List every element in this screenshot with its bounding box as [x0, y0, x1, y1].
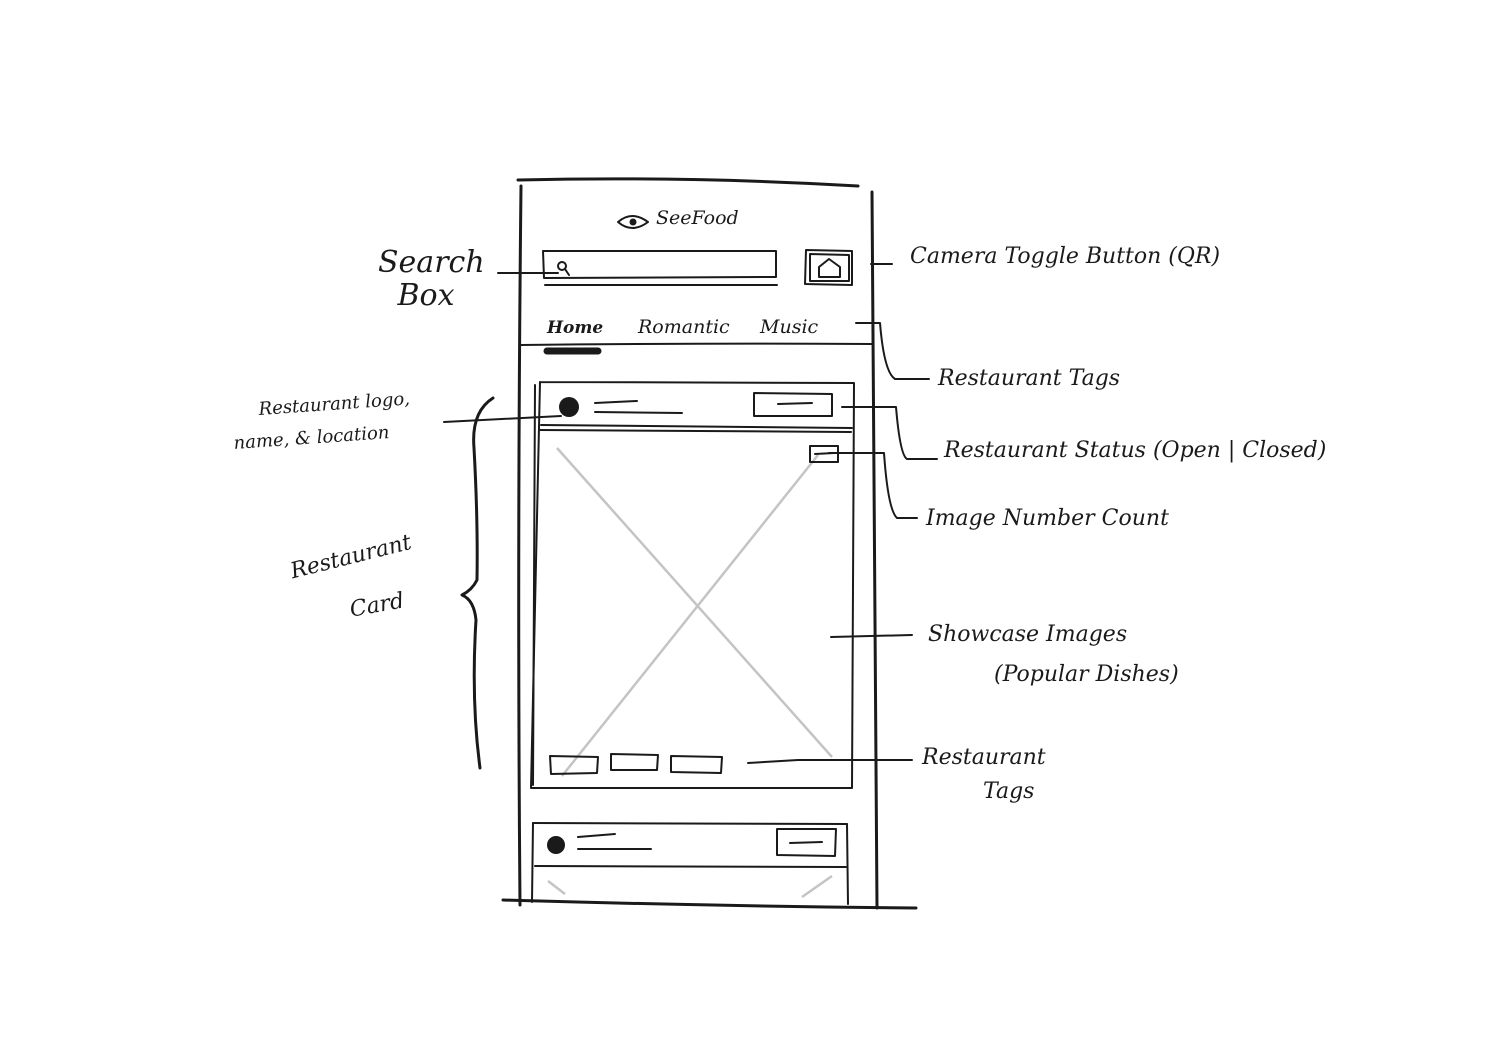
annotation-camera-toggle: Camera Toggle Button (QR) [910, 244, 1221, 269]
restaurant-name-lines [594, 400, 683, 414]
annotation-restaurant-tags-card-line1: Restaurant [922, 745, 1046, 770]
restaurant-card[interactable] [530, 381, 855, 789]
annotation-showcase-images-line2: (Popular Dishes) [994, 662, 1179, 687]
restaurant-status-badge [753, 392, 833, 417]
annotation-restaurant-tags-nav: Restaurant Tags [938, 366, 1121, 391]
restaurant-card[interactable] [531, 822, 849, 905]
camera-toggle-button[interactable] [804, 249, 853, 286]
tab-music[interactable]: Music [760, 316, 819, 338]
restaurant-status-badge [776, 828, 837, 857]
restaurant-tag-chip[interactable] [670, 755, 723, 774]
annotation-showcase-images-line1: Showcase Images [928, 622, 1128, 647]
annotation-search-box: Search Box [378, 245, 485, 313]
search-icon [557, 261, 570, 276]
showcase-image[interactable] [556, 447, 833, 777]
eye-icon [617, 215, 649, 229]
restaurant-name-lines [577, 833, 652, 850]
restaurant-logo [547, 836, 565, 854]
tab-romantic[interactable]: Romantic [638, 316, 730, 338]
annotation-image-number-count: Image Number Count [926, 506, 1169, 531]
annotation-text: Search Box [378, 245, 485, 313]
app-title: SeeFood [656, 207, 739, 229]
restaurant-tag-chip[interactable] [610, 753, 659, 771]
restaurant-tag-chip[interactable] [549, 755, 599, 775]
callout-lines [443, 263, 938, 764]
restaurant-logo [559, 397, 579, 417]
search-input[interactable] [542, 250, 778, 286]
camera-icon [818, 258, 841, 278]
restaurant-card-brace [460, 396, 495, 770]
tab-home[interactable]: Home [547, 318, 604, 338]
annotation-restaurant-status: Restaurant Status (Open | Closed) [944, 438, 1327, 463]
phone-frame [501, 177, 918, 910]
annotation-restaurant-tags-card-line2: Tags [983, 779, 1035, 804]
